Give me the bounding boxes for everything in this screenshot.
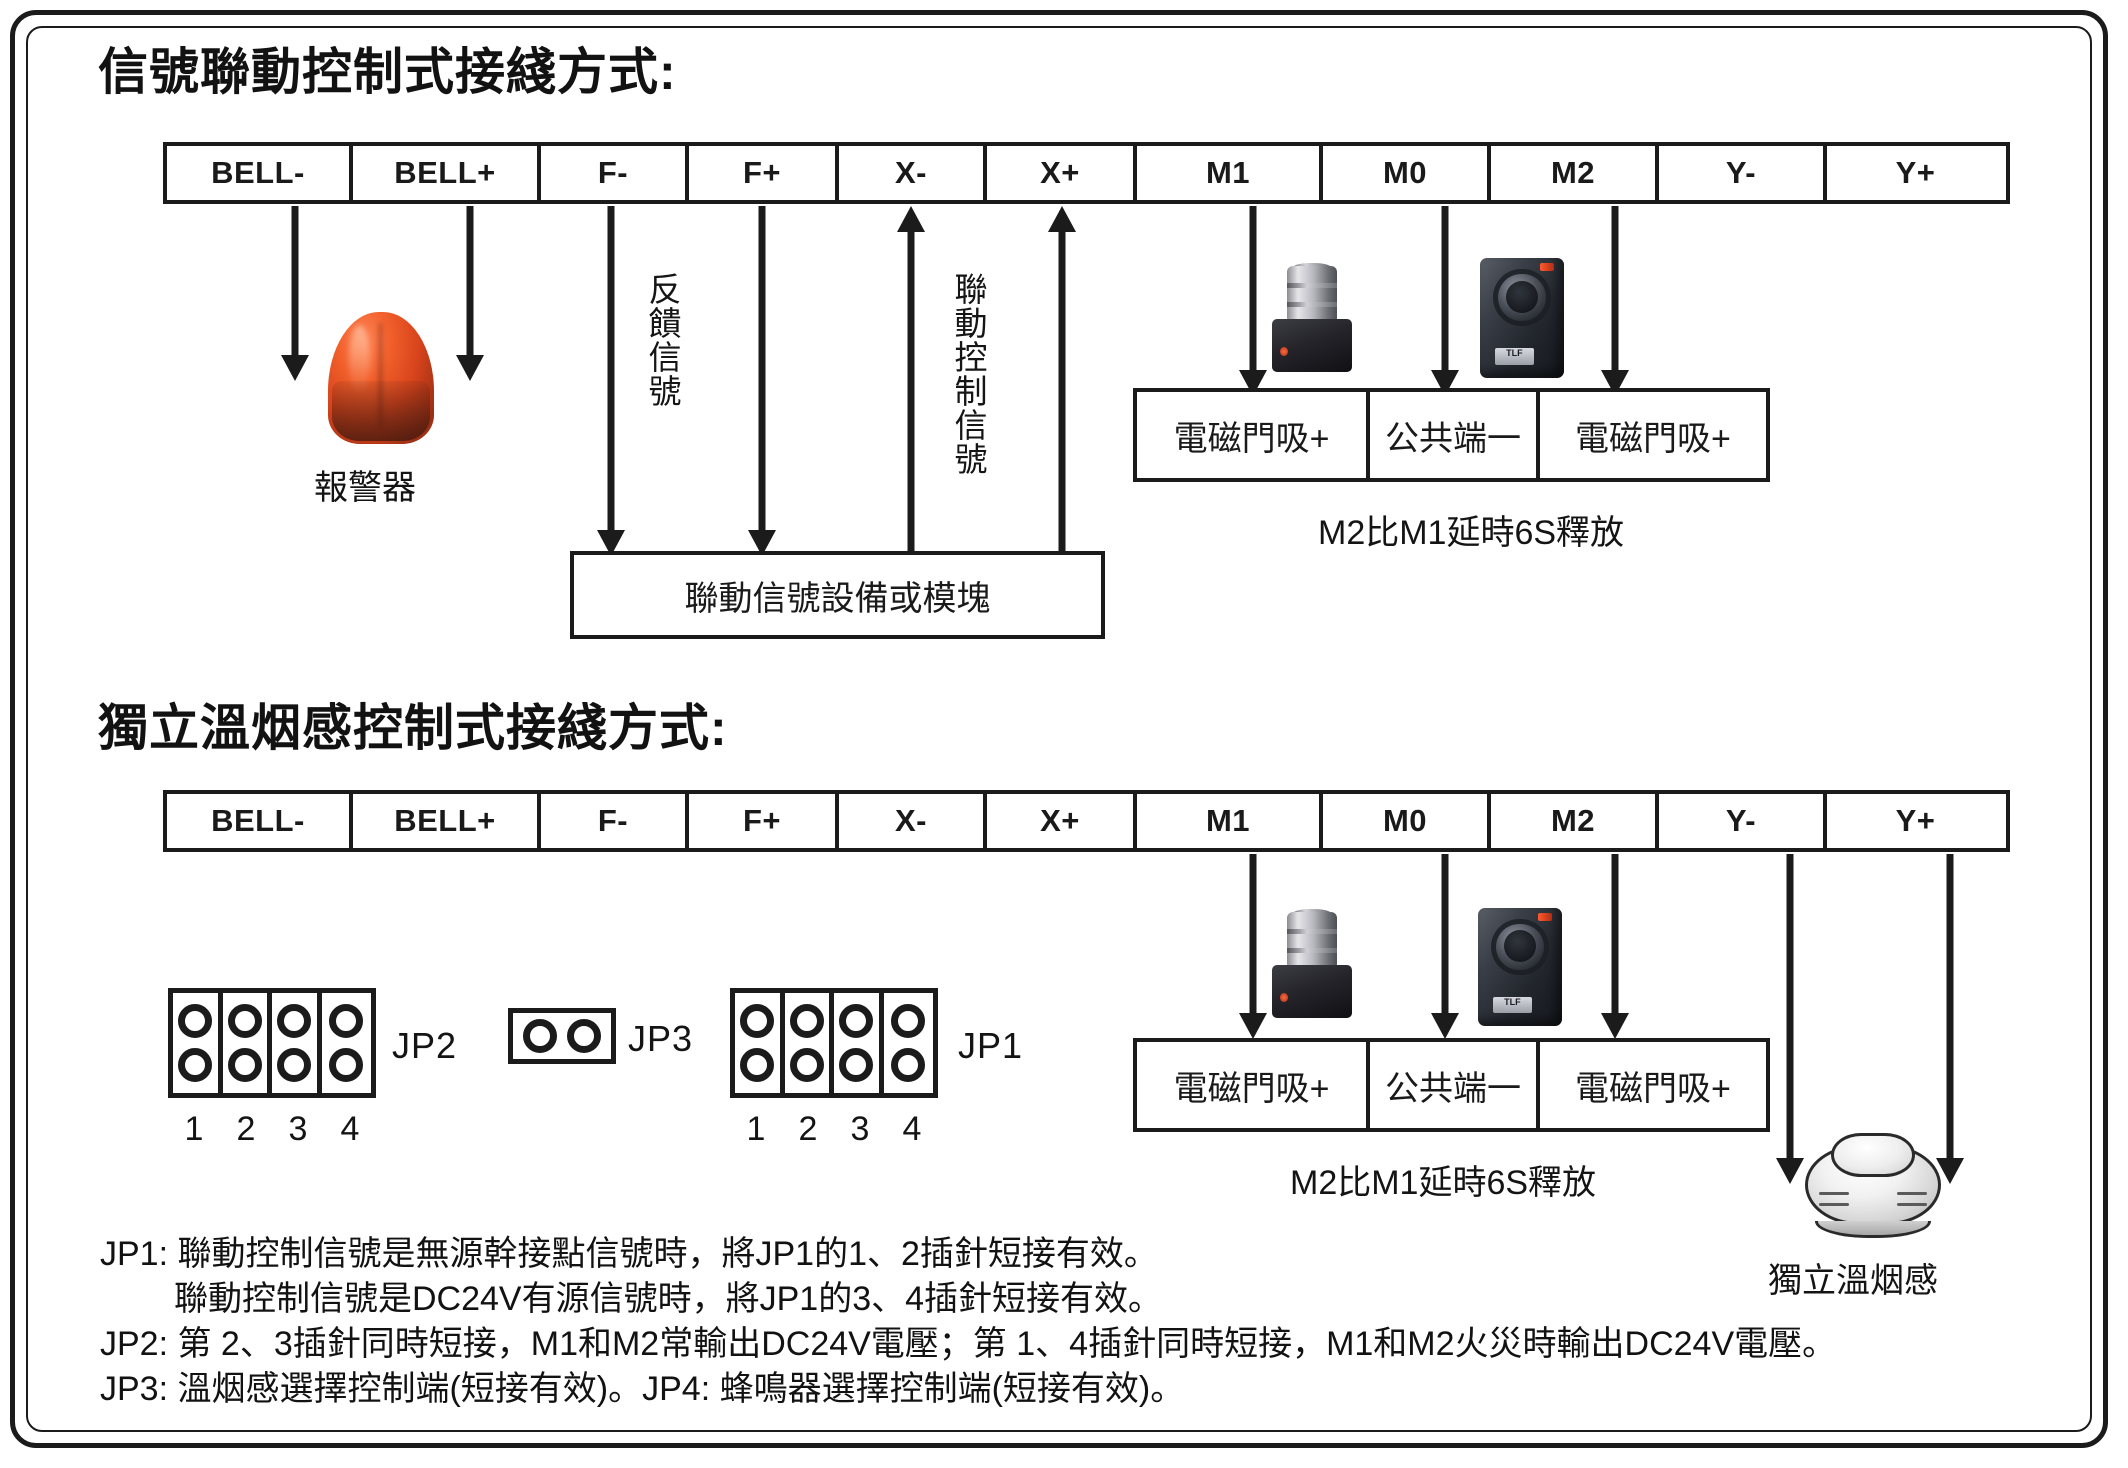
terminal-f-minus[interactable]: F- — [541, 146, 689, 200]
jp1-num-4: 4 — [902, 1110, 922, 1148]
note-jp3-line: JP3: 溫烟感選擇控制端(短接有效)。JP4: 蜂鳴器選擇控制端(短接有效)。 — [100, 1369, 1185, 1408]
jp1-label: JP1 — [958, 1025, 1024, 1066]
device-plate-text: TLF — [1506, 348, 1523, 359]
arrow-f-minus-to-module — [596, 206, 626, 556]
common-terminal: 公共端一 — [1370, 392, 1540, 478]
outer-frame — [10, 10, 2108, 1448]
alarm-label: 報警器 — [314, 469, 416, 507]
alarm-strobe-icon — [328, 312, 434, 444]
jp1-pin-2[interactable] — [785, 993, 835, 1093]
jp2-num-1: 1 — [184, 1110, 204, 1148]
jumper-jp2[interactable] — [168, 988, 376, 1098]
arrow2-m1-to-door-holder — [1238, 854, 1268, 1040]
arrow-y-minus-to-detector — [1775, 854, 1805, 1184]
jp2-label: JP2 — [392, 1025, 458, 1066]
manual-call-point-icon-2: TLF — [1478, 908, 1562, 1026]
jp1-pin-numbers: 1 2 3 4 — [730, 1110, 938, 1149]
arrow-bell-plus-to-alarm — [455, 206, 485, 381]
jp1-pin-3[interactable] — [834, 993, 884, 1093]
arrow-m0-to-common — [1430, 206, 1460, 396]
note-jp2-line: JP2: 第 2、3插針同時短接，M1和M2常輸出DC24V電壓；第 1、4插針… — [100, 1324, 1837, 1363]
terminal2-x-plus[interactable]: X+ — [987, 794, 1137, 848]
note-jp1-line2: 聯動控制信號是DC24V有源信號時，將JP1的3、4插針短接有效。 — [174, 1279, 1163, 1318]
terminal2-y-plus[interactable]: Y+ — [1895, 803, 1936, 838]
door-holder-plus-right: 電磁門吸+ — [1575, 419, 1731, 458]
terminal-bell-plus[interactable]: BELL+ — [353, 146, 541, 200]
terminal-x-minus[interactable]: X- — [839, 146, 987, 200]
arrow-f-plus-to-module — [747, 206, 777, 556]
jumper-jp3[interactable] — [508, 1008, 616, 1064]
terminal2-m1[interactable]: M1 — [1137, 794, 1323, 848]
arrow-m1-to-door-holder — [1238, 206, 1268, 396]
feedback-signal-label: 反饋信號 — [643, 272, 681, 408]
terminal2-m0[interactable]: M0 — [1323, 794, 1491, 848]
jp3-pins[interactable] — [513, 1013, 611, 1059]
terminal-y-plus[interactable]: Y+ — [1895, 155, 1936, 190]
door-holder-box-row-linkage: 電磁門吸+ 公共端一 電磁門吸+ — [1133, 388, 1770, 482]
terminal-m2[interactable]: M2 — [1491, 146, 1659, 200]
arrow-m2-to-door-holder — [1600, 206, 1630, 396]
terminal-f-plus[interactable]: F+ — [689, 146, 839, 200]
jp3-label: JP3 — [628, 1018, 694, 1059]
jp2-num-4: 4 — [340, 1110, 360, 1148]
jp1-num-2: 2 — [798, 1110, 818, 1148]
note-jp1-line1: JP1: 聯動控制信號是無源幹接點信號時，將JP1的1、2插針短接有效。 — [100, 1235, 1158, 1273]
jp2-num-2: 2 — [236, 1110, 256, 1148]
jp2-pin-2[interactable] — [223, 993, 273, 1093]
terminal2-y-minus[interactable]: Y- — [1659, 794, 1827, 848]
section-title-standalone: 獨立溫烟感控制式接綫方式: — [98, 700, 728, 756]
terminal-y-minus[interactable]: Y- — [1659, 146, 1827, 200]
terminal2-m2[interactable]: M2 — [1491, 794, 1659, 848]
jumper-jp1[interactable] — [730, 988, 938, 1098]
terminal-bell-minus[interactable]: BELL- — [167, 146, 353, 200]
delay-caption-standalone: M2比M1延時6S釋放 — [1290, 1164, 1597, 1202]
jp1-num-3: 3 — [850, 1110, 870, 1148]
door-holder-box-row-standalone: 電磁門吸+ 公共端一 電磁門吸+ — [1133, 1038, 1770, 1132]
terminal2-bell-minus[interactable]: BELL- — [167, 794, 353, 848]
jp2-num-3: 3 — [288, 1110, 308, 1148]
inner-frame — [26, 26, 2092, 1432]
terminal2-bell-plus[interactable]: BELL+ — [353, 794, 541, 848]
door-holder-plus-left: 電磁門吸+ — [1137, 392, 1371, 478]
electromagnetic-sounder-icon — [1268, 262, 1356, 372]
terminal-strip-linkage: BELL- BELL+ F- F+ X- X+ M1 M0 M2 Y- Y+ — [163, 142, 2010, 204]
jp2-pin-1[interactable] — [173, 993, 223, 1093]
arrow-x-plus-from-module — [1047, 206, 1077, 556]
linkage-module-box: 聯動信號設備或模塊 — [570, 551, 1105, 639]
jp1-num-1: 1 — [746, 1110, 766, 1148]
manual-call-point-icon: TLF — [1480, 258, 1564, 378]
jp2-pin-3[interactable] — [272, 993, 322, 1093]
electromagnetic-sounder-icon-2 — [1268, 908, 1356, 1018]
arrow2-m2-to-door-holder — [1600, 854, 1630, 1040]
jp2-pin-4[interactable] — [322, 993, 371, 1093]
door-holder-plus-right-2: 電磁門吸+ — [1575, 1069, 1731, 1108]
device-plate-text-2: TLF — [1504, 996, 1521, 1007]
jp1-pin-4[interactable] — [884, 993, 933, 1093]
terminal-m0[interactable]: M0 — [1323, 146, 1491, 200]
section-title-linkage: 信號聯動控制式接綫方式: — [98, 44, 677, 100]
terminal2-x-minus[interactable]: X- — [839, 794, 987, 848]
delay-caption-linkage: M2比M1延時6S釋放 — [1318, 514, 1625, 552]
door-holder-plus-left-2: 電磁門吸+ — [1137, 1042, 1371, 1128]
arrow-x-minus-from-module — [896, 206, 926, 556]
terminal-m1[interactable]: M1 — [1137, 146, 1323, 200]
arrow2-m0-to-common — [1430, 854, 1460, 1040]
smoke-detector-icon — [1805, 1130, 1941, 1240]
arrow-bell-minus-to-alarm — [280, 206, 310, 381]
terminal-strip-standalone: BELL- BELL+ F- F+ X- X+ M1 M0 M2 Y- Y+ — [163, 790, 2010, 852]
jp1-pin-1[interactable] — [735, 993, 785, 1093]
linkage-control-signal-label: 聯動控制信號 — [949, 272, 987, 476]
terminal-x-plus[interactable]: X+ — [987, 146, 1137, 200]
jp2-pin-numbers: 1 2 3 4 — [168, 1110, 376, 1149]
terminal2-f-minus[interactable]: F- — [541, 794, 689, 848]
common-terminal-2: 公共端一 — [1370, 1042, 1540, 1128]
terminal2-f-plus[interactable]: F+ — [689, 794, 839, 848]
smoke-detector-label: 獨立溫烟感 — [1768, 1262, 1938, 1300]
notes-block: JP1: 聯動控制信號是無源幹接點信號時，將JP1的1、2插針短接有效。 聯動控… — [100, 1232, 1836, 1412]
